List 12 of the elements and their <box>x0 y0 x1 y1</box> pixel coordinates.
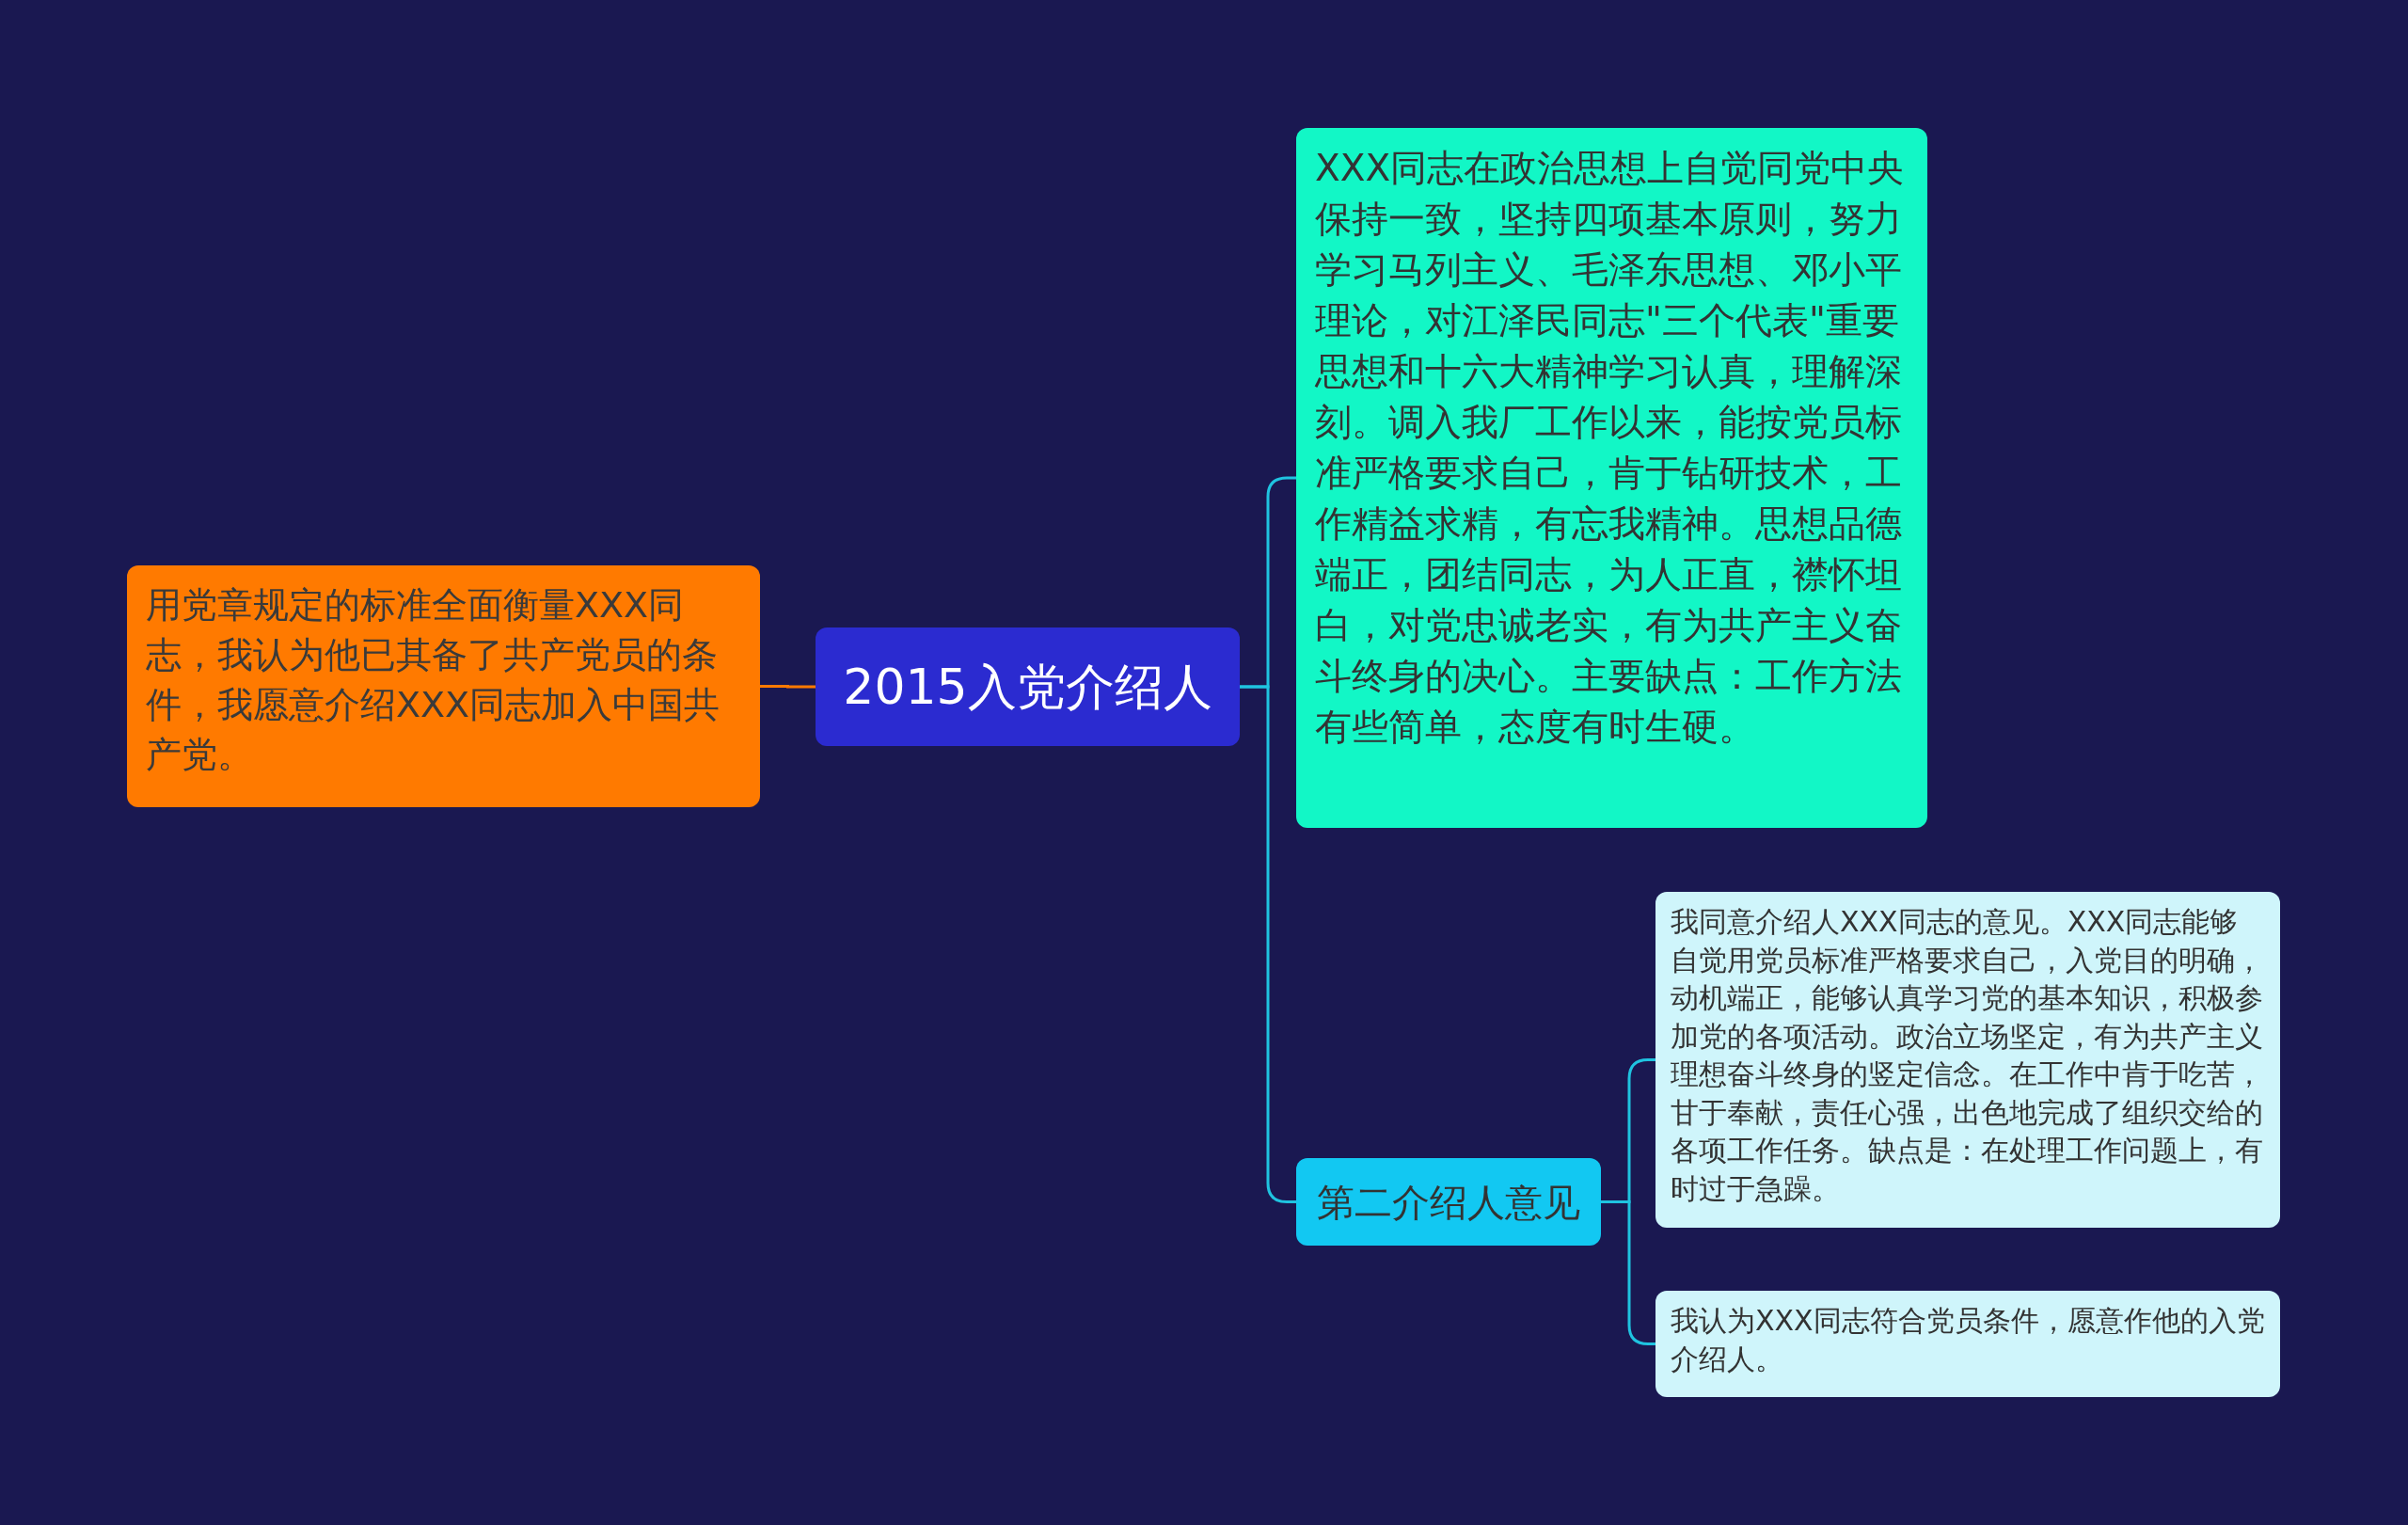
node-text: 2015入党介绍人 <box>843 658 1212 717</box>
root-topic-box <box>816 627 1240 746</box>
topic-box <box>1296 128 1927 828</box>
node-text: 我认为XXX同志符合党员条件，愿意作他的入党介绍人。 <box>1671 1303 2265 1377</box>
node-text: XXX同志在政治思想上自觉同党中央保持一致，坚持四项基本原则，努力学习马列主义、毛泽东思想、邓小平理论，对江泽民同志"三个代表"重要思想和十六大精神学习认真，理解深刻。调入我厂工作以来，能按党员标准严格要求自己，肯于钻研技术，工作精益求精，有忘我精神。思想品德端正，团结同志，为人正直，襟怀坦白，对党忠诚老实，有为共产主义奋斗终身的决心。主要缺点：工作方法有些简单，态度有时生硬。 <box>1315 146 1906 750</box>
topic-box <box>127 565 760 807</box>
node-text: 第二介绍人意见 <box>1317 1179 1580 1226</box>
connector-line <box>760 685 816 689</box>
subtopic-box <box>1296 1158 1601 1246</box>
node-text: 我同意介绍人XXX同志的意见。XXX同志能够自觉用党员标准严格要求自己，入党目的明确，动机端正，能够认真学习党的基本知识，积极参加党的各项活动。政治立场坚定，有为共产主义理想奋斗终身的竖定信念。在工作中肯于吃苦，甘于奉献，责任心强，出色地完成了组织交给的各项工作任务。缺点是：在处理工作问题上，有时过于急躁。 <box>1671 904 2264 1207</box>
note-box <box>1656 1291 2280 1397</box>
node-text: 用党章规定的标准全面衡量XXX同志，我认为他已其备了共产党员的条件，我愿意介绍XXX同志加入中国共产党。 <box>146 583 721 777</box>
